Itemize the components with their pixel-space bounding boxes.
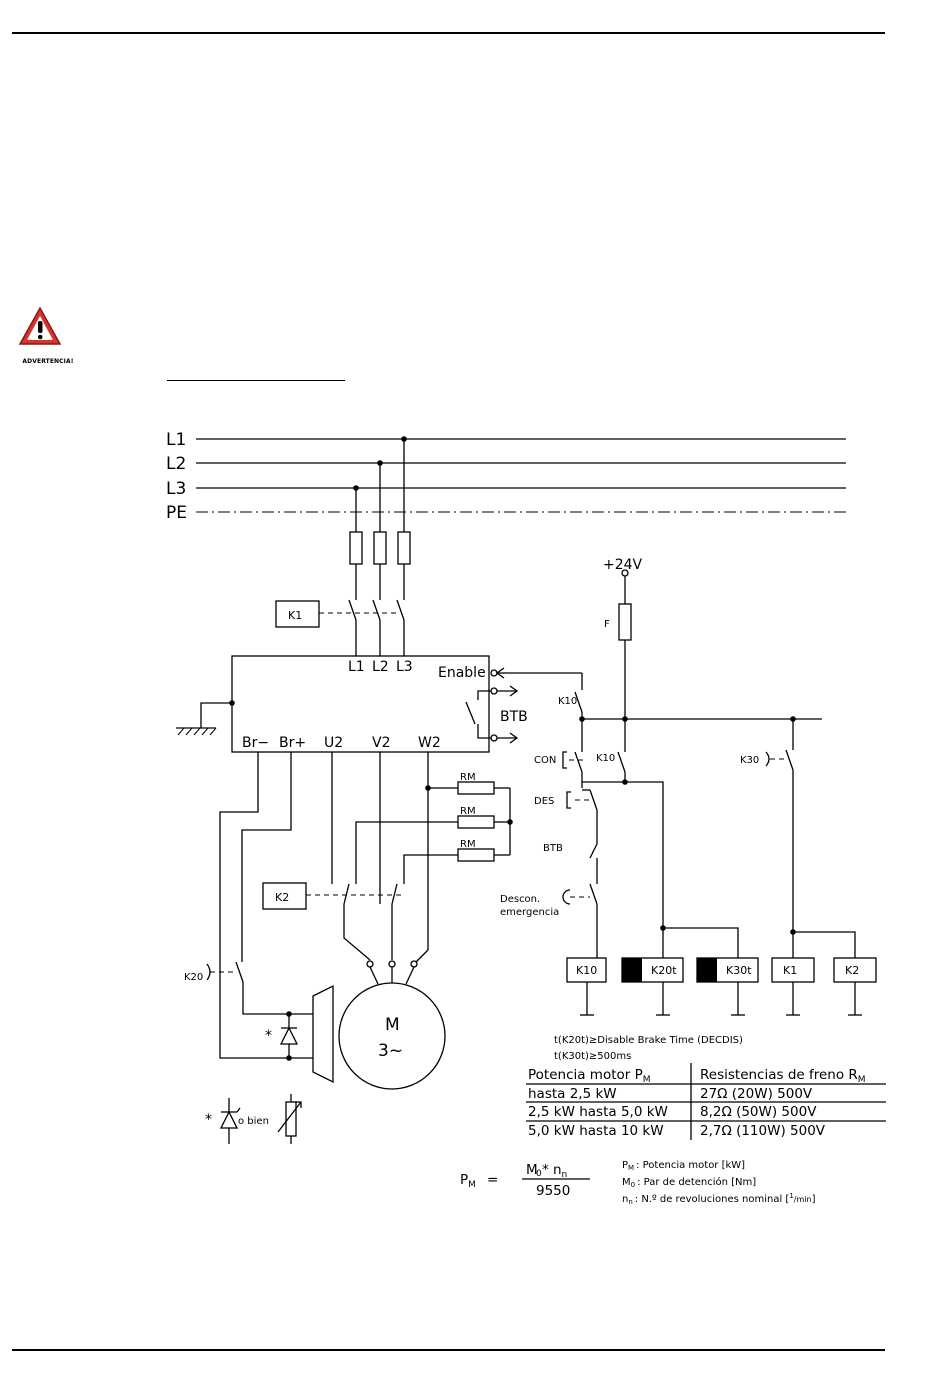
coil-k10-label: K10: [576, 964, 597, 977]
coil-k20t-label: K20t: [651, 964, 677, 977]
drive-terminal-l3: L3: [396, 659, 413, 675]
formula-numerator: M * nn: [526, 1162, 567, 1180]
button-des-label: DES: [534, 796, 554, 807]
formula-equals: =: [487, 1172, 498, 1188]
heading-underline: [167, 380, 345, 381]
motor-symbol: [338, 982, 446, 1090]
table-row-2-resistor: 8,2Ω (50W) 500V: [700, 1104, 817, 1120]
diode-star: *: [265, 1028, 272, 1044]
option-or-label: o bien: [238, 1116, 269, 1127]
drive-terminal-enable: Enable: [438, 665, 486, 681]
contact-k10-label: K10: [558, 696, 577, 707]
table-row-3-resistor: 2,7Ω (110W) 500V: [700, 1123, 826, 1139]
relay-coils: [566, 957, 877, 1016]
drive-terminal-w2: W2: [418, 735, 441, 751]
legend-m0: M0: Par de detención [Nm]: [622, 1176, 756, 1189]
emergency-label-1: Descon.: [500, 894, 540, 905]
brake-option-symbols: [219, 1094, 302, 1144]
formula-denominator: 9550: [536, 1183, 570, 1199]
drive-terminal-v2: V2: [372, 735, 390, 751]
resistor-rm1-label: RM: [460, 772, 476, 783]
bottom-rule: [12, 1349, 885, 1351]
motor-label-m: M: [385, 1015, 400, 1035]
bus-label-l3: L3: [166, 479, 186, 499]
output-wiring: [306, 752, 513, 985]
resistor-rm3-label: RM: [460, 839, 476, 850]
table-row-3-power: 5,0 kW hasta 10 kW: [528, 1123, 664, 1139]
relay-k2-coil: [262, 882, 307, 910]
supply-24v-label: +24V: [603, 557, 643, 573]
drive-terminal-br-minus: Br−: [242, 735, 269, 751]
option-star: *: [205, 1112, 212, 1128]
servo-drive: [231, 655, 490, 753]
fuse-label: F: [604, 619, 610, 630]
resistor-rm2-label: RM: [460, 806, 476, 817]
bus-label-l1: L1: [166, 430, 186, 450]
enable-input: [490, 667, 583, 690]
bus-label-pe: PE: [166, 503, 187, 523]
resistor-table: [526, 1063, 886, 1140]
coil-k1-label: K1: [783, 964, 797, 977]
legend-nn: nn: N.º de revoluciones nominal [1/min]: [622, 1192, 816, 1206]
timing-note-2: t(K30t)≥500ms: [554, 1051, 631, 1062]
timing-note-1: t(K20t)≥Disable Brake Time (DECDIS): [554, 1035, 743, 1046]
relay-k1-label: K1: [288, 609, 302, 622]
table-row-1-power: hasta 2,5 kW: [528, 1086, 617, 1102]
warning-label: ADVERTENCIA!: [22, 358, 74, 365]
top-rule: [12, 32, 885, 34]
control-supply: [562, 569, 856, 958]
emergency-label-2: emergencia: [500, 907, 559, 918]
brake-wiring: [206, 752, 334, 1084]
table-row-2-power: 2,5 kW hasta 5,0 kW: [528, 1104, 668, 1120]
contact-k20-label: K20: [184, 972, 203, 983]
contact-k10b-label: K10: [596, 753, 615, 764]
drive-ground: [176, 700, 235, 736]
table-header-power: Potencia motor PM: [528, 1067, 651, 1085]
relay-k1-coil: [275, 600, 320, 628]
coil-k30t-label: K30t: [726, 964, 752, 977]
button-con-label: CON: [534, 755, 556, 766]
legend-pm: PM: Potencia motor [kW]: [622, 1160, 745, 1172]
drive-terminal-l2: L2: [372, 659, 389, 675]
contact-k30-label: K30: [740, 755, 759, 766]
bus-label-l2: L2: [166, 454, 186, 474]
coil-k2-label: K2: [845, 964, 859, 977]
mains-feed: [319, 436, 411, 656]
relay-k2-label: K2: [275, 891, 289, 904]
table-row-1-resistor: 27Ω (20W) 500V: [700, 1086, 813, 1102]
contact-btb-label: BTB: [543, 843, 563, 854]
drive-terminal-btb: BTB: [500, 709, 528, 725]
drive-terminal-l1: L1: [348, 659, 365, 675]
drive-terminal-u2: U2: [324, 735, 343, 751]
motor-label-phases: 3~: [378, 1041, 403, 1061]
formula-numerator-sub0: 0: [536, 1169, 542, 1179]
formula-lhs: PM: [460, 1172, 476, 1190]
btb-contact: [465, 685, 519, 744]
warning-icon: [18, 306, 62, 345]
drive-terminal-br-plus: Br+: [279, 735, 306, 751]
table-header-resistor: Resistencias de freno RM: [700, 1067, 866, 1085]
